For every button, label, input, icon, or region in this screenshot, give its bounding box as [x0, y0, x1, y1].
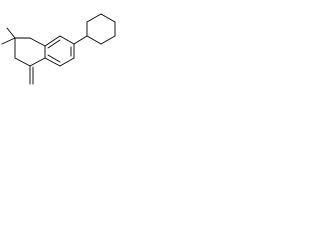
cyclohexyl-ring	[86, 13, 116, 45]
ring-bond	[59, 35, 75, 45]
ring-bond	[100, 13, 116, 23]
ring-bond	[86, 35, 102, 45]
ring-bond	[29, 37, 46, 47]
ring-bond	[59, 57, 75, 67]
aromatic-inner-bond	[47, 54, 61, 63]
ring-bond	[14, 57, 31, 67]
linker-bond	[73, 35, 88, 45]
ring-bond	[44, 57, 61, 67]
methyl-bond-lower	[1, 37, 16, 45]
aromatic-inner-bond	[47, 39, 61, 49]
chemical-structure-diagram	[1, 13, 116, 85]
gem-dimethyl-group	[1, 27, 16, 45]
carbonyl-group	[29, 65, 34, 85]
methyl-bond-upper	[6, 27, 16, 39]
cyclohexyl-linker	[73, 35, 88, 45]
ring-bond	[44, 35, 61, 47]
ring-bond	[86, 13, 102, 23]
cyclohexenone-ring	[14, 37, 46, 67]
ring-bond	[29, 57, 46, 67]
fused-aromatic-ring	[44, 35, 75, 67]
ring-bond	[100, 35, 116, 45]
